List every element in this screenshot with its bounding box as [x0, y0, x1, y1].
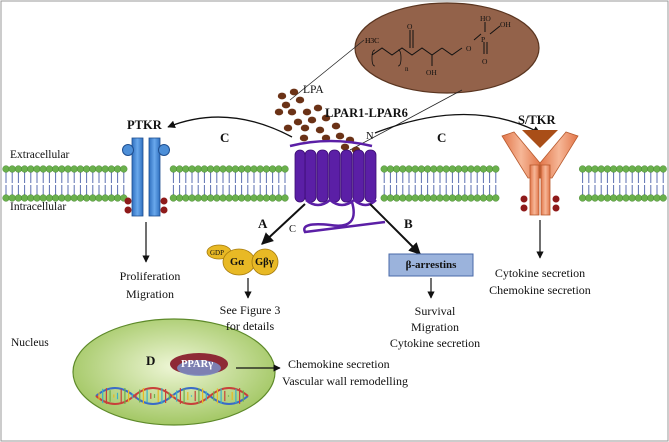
- label-extracellular: Extracellular: [10, 149, 70, 161]
- molecule-n: n: [405, 65, 409, 73]
- callout-line-right: [349, 89, 463, 151]
- arrow-c-right: [374, 113, 541, 134]
- g-protein-complex: [206, 244, 279, 276]
- molecule-p: P: [481, 35, 486, 44]
- beta-arrestin-box: [388, 253, 474, 277]
- label-gdp: GDP: [210, 249, 225, 257]
- lpa-structure: [354, 2, 540, 94]
- label-ppar: PPARγ: [181, 359, 214, 370]
- callout-line-left: [289, 39, 365, 101]
- cell-membrane: [2, 165, 667, 202]
- label-c-terminus: C: [289, 224, 297, 235]
- molecule-h3c: H3C: [365, 36, 380, 45]
- molecule-oh: OH: [426, 68, 437, 77]
- outcome-arrestin-3: Cytokine secretion: [389, 336, 481, 350]
- label-lpar: LPAR1-LPAR6: [325, 106, 408, 120]
- label-pathway-c-right: C: [437, 130, 447, 145]
- arrow-b: [369, 203, 421, 255]
- molecule-o-top: O: [407, 22, 413, 31]
- label-pathway-a: A: [258, 216, 268, 231]
- nucleus-shape: [72, 318, 276, 426]
- arrow-a: [261, 203, 306, 245]
- label-pathway-b: B: [404, 216, 413, 231]
- outcome-stkr-2: Chemokine secretion: [489, 283, 591, 297]
- label-n-terminus: N: [366, 131, 374, 142]
- stkr-receptor: [501, 130, 579, 216]
- ptkr-receptor: [122, 137, 170, 217]
- arrow-c-left: [167, 116, 293, 138]
- lpar-receptor: [289, 139, 386, 234]
- outcome-g-2: for details: [225, 319, 275, 333]
- label-intracellular: Intracellular: [10, 201, 67, 213]
- molecule-o-bottom: O: [482, 57, 488, 66]
- outcome-ptkr-2: Migration: [126, 287, 174, 301]
- label-pathway-c-left: C: [220, 130, 230, 145]
- molecule-ho: HO: [480, 14, 491, 23]
- outcome-nucleus-2: Vascular wall remodelling: [282, 374, 408, 388]
- label-lpa: LPA: [303, 84, 324, 96]
- molecule-o-ester: O: [466, 44, 472, 53]
- label-nucleus: Nucleus: [11, 337, 49, 349]
- outcome-arrestin-1: Survival: [414, 304, 456, 318]
- label-g-alpha: Gα: [230, 257, 245, 268]
- label-pathway-d: D: [146, 353, 156, 368]
- label-beta-arrestin: β-arrestins: [405, 259, 457, 271]
- label-ptkr: PTKR: [127, 118, 162, 132]
- outcome-ptkr-1: Proliferation: [119, 269, 181, 283]
- outcome-g-1: See Figure 3: [219, 303, 281, 317]
- outcome-nucleus-1: Chemokine secretion: [288, 357, 390, 371]
- outcome-stkr-1: Cytokine secretion: [494, 266, 586, 280]
- lpa-particles: [166, 88, 361, 355]
- molecule-oh-right: OH: [500, 20, 511, 29]
- outcome-arrestin-2: Migration: [411, 320, 459, 334]
- label-g-beta-gamma: Gβγ: [255, 257, 274, 268]
- label-stkr: S/TKR: [518, 113, 556, 127]
